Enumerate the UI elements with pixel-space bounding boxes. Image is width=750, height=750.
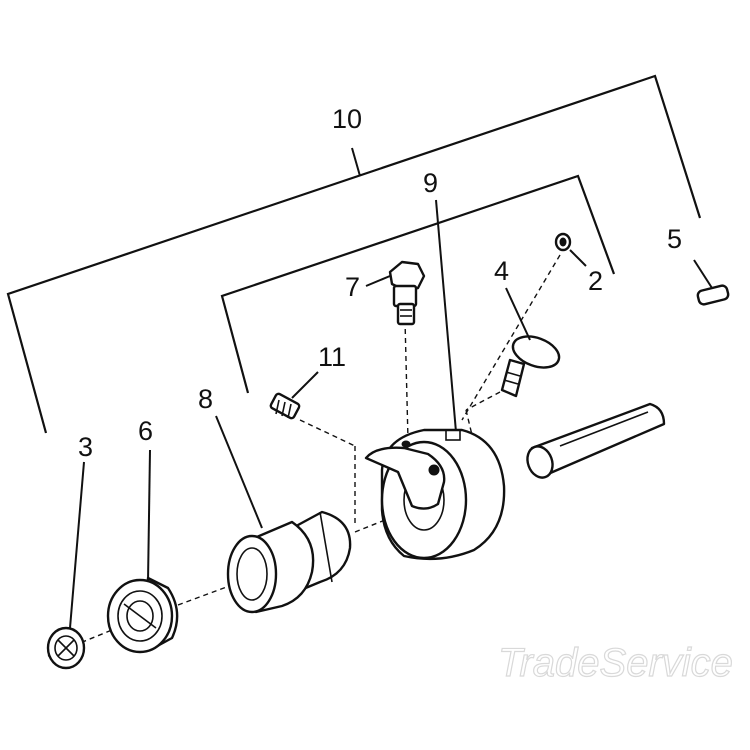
part-7-hex-bolt xyxy=(388,260,426,326)
label-10: 10 xyxy=(332,104,362,134)
leader-6 xyxy=(147,449,151,583)
shaft xyxy=(526,402,666,479)
label-6: 6 xyxy=(138,416,153,446)
leader-8 xyxy=(215,415,263,529)
part-8-sleeve xyxy=(226,510,352,614)
label-8: 8 xyxy=(198,384,213,414)
leader-2 xyxy=(569,249,587,267)
watermark: TradeService xyxy=(498,641,733,685)
label-7: 7 xyxy=(345,272,360,302)
bracket-10 xyxy=(6,74,702,434)
label-5: 5 xyxy=(667,224,682,254)
leader-7 xyxy=(365,275,391,287)
label-3: 3 xyxy=(78,432,93,462)
label-2: 2 xyxy=(588,266,603,296)
leader-5 xyxy=(693,259,713,289)
bracket-9 xyxy=(220,174,616,394)
part-6-bushing xyxy=(106,576,179,654)
part-9-cutter-body xyxy=(364,428,506,561)
part-3-nut xyxy=(46,626,86,670)
leader-11 xyxy=(291,371,319,399)
leader-10 xyxy=(351,147,361,177)
part-5-key xyxy=(696,284,730,306)
part-11-set-screw xyxy=(269,392,301,420)
label-9: 9 xyxy=(423,168,438,198)
leader-4 xyxy=(505,287,531,341)
label-4: 4 xyxy=(494,256,509,286)
part-4-thumb-screw xyxy=(500,335,561,398)
leader-9 xyxy=(435,199,457,433)
part-2-pin xyxy=(554,232,572,252)
leader-3 xyxy=(69,461,85,629)
label-11: 11 xyxy=(318,342,346,372)
